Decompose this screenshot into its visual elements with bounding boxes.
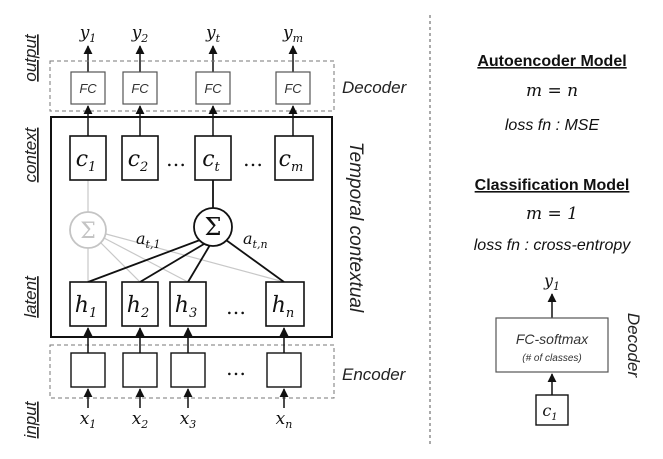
fc-box-t (195, 71, 231, 105)
latent-hn: hn (272, 293, 295, 321)
fc-box-2 (122, 71, 158, 105)
encoder-region (49, 344, 335, 399)
encoder-box-n (266, 352, 302, 388)
side-label-latent: latent (21, 275, 40, 318)
latent-box-h2 (121, 281, 159, 327)
classifier-c1: c1 (542, 401, 557, 423)
sigma-faded-symbol: Σ (80, 219, 96, 244)
fc-to-output-arrows (83, 45, 298, 72)
encoder-box-3 (170, 352, 206, 388)
temporal-contextual-region (50, 116, 333, 338)
context-c2: c2 (128, 147, 149, 175)
classifier-decoder-label: Decoder (624, 313, 643, 379)
fc-label-2: FC (131, 81, 149, 96)
encoder-label: Encoder (342, 365, 407, 384)
classification-equation: m = 1 (526, 204, 578, 224)
context-box-c2 (121, 135, 159, 181)
input-xn: xn (276, 409, 293, 431)
latent-h2: h2 (127, 293, 149, 321)
latent-box-hn (265, 281, 305, 327)
output-y2: y2 (131, 23, 149, 45)
context-ellipsis-2: … (243, 147, 263, 171)
fc-label-t: FC (204, 81, 222, 96)
weight-a-t1: at,1 (136, 229, 160, 251)
context-to-fc-arrows (83, 105, 298, 136)
classification-loss: loss fn : cross-entropy (474, 237, 632, 254)
input-to-encoder-arrows (83, 388, 289, 408)
input-x2: x2 (132, 409, 149, 431)
classifier-output-y1: y1 (543, 271, 560, 293)
classifier-c1-box (535, 394, 569, 426)
num-classes-label: (# of classes) (522, 353, 581, 364)
latent-h3: h3 (175, 293, 197, 321)
decoder-region (49, 60, 335, 112)
context-box-cm (274, 135, 314, 181)
latent-ellipsis: … (226, 295, 246, 319)
latent-h1: h1 (75, 293, 97, 321)
side-label-output: output (21, 33, 40, 82)
fc-softmax-box (495, 317, 609, 373)
context-c1: c1 (76, 147, 97, 175)
sigma-node-faded (69, 211, 107, 249)
output-yt: yt (205, 23, 221, 45)
context-ct: ct (202, 147, 220, 175)
latent-box-h1 (69, 281, 107, 327)
sigma-symbol: Σ (205, 213, 222, 241)
encoder-box-1 (70, 352, 106, 388)
faded-attention-lines (87, 180, 285, 283)
fc-softmax-label: FC-softmax (516, 331, 589, 347)
temporal-contextual-label: Temporal contextual (345, 142, 366, 313)
context-box-ct (194, 135, 232, 181)
sigma-node (193, 207, 233, 247)
output-ym: ym (282, 23, 303, 45)
autoencoder-loss: loss fn : MSE (505, 117, 600, 134)
context-box-c1 (69, 135, 107, 181)
decoder-label: Decoder (342, 78, 408, 97)
classification-title: Classification Model (475, 177, 630, 194)
side-label-context: context (21, 126, 40, 182)
encoder-ellipsis: … (226, 356, 246, 380)
fc-label-m: FC (284, 81, 302, 96)
autoencoder-equation: m = n (526, 81, 578, 101)
weight-a-tn: at,n (243, 229, 268, 251)
context-cm: cm (279, 147, 304, 175)
output-y1: y1 (79, 23, 97, 45)
side-label-input: input (21, 400, 40, 438)
latent-box-h3 (169, 281, 207, 327)
encoder-to-latent-arrows (83, 327, 289, 353)
input-x3: x3 (180, 409, 197, 431)
context-ellipsis-1: … (166, 147, 186, 171)
autoencoder-title: Autoencoder Model (477, 53, 626, 70)
fc-label-1: FC (79, 81, 97, 96)
attention-lines (87, 180, 285, 283)
encoder-box-2 (122, 352, 158, 388)
fc-box-m (275, 71, 311, 105)
input-x1: x1 (80, 409, 97, 431)
fc-box-1 (70, 71, 106, 105)
